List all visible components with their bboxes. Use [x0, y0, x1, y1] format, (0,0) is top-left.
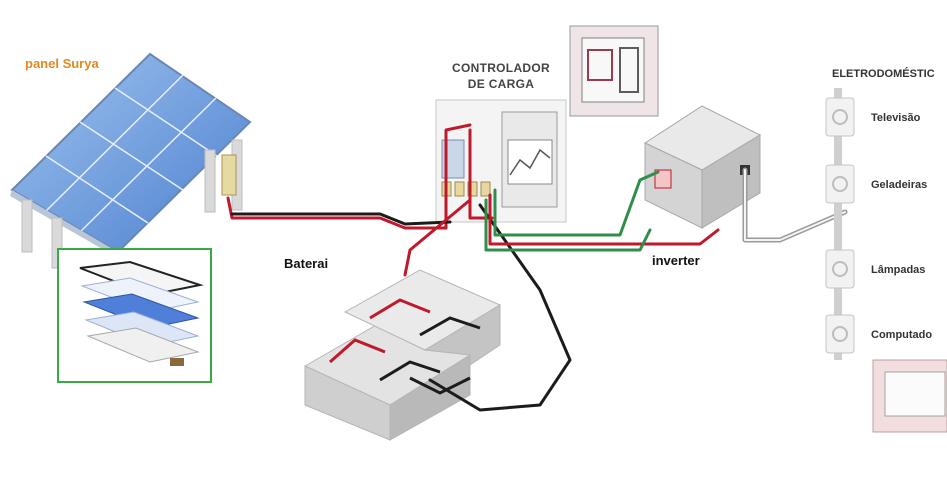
controller-title-line2: DE CARGA — [467, 77, 535, 91]
appliance-lamps: Lâmpadas — [871, 264, 926, 276]
wiring — [226, 123, 848, 412]
solar-panel-array — [10, 52, 252, 269]
appliance-computer: Computado — [871, 329, 933, 341]
appliances-heading: ELETRODOMÉSTIC — [832, 68, 935, 80]
inverter-label: inverter — [652, 253, 700, 268]
charge-controller — [435, 99, 567, 223]
controller-detail-photo — [569, 25, 659, 117]
inverter-unit — [643, 105, 762, 229]
battery-bank — [303, 269, 502, 441]
controller-title: CONTROLADOR DE CARGA — [446, 60, 556, 92]
panel-label: panel Surya — [25, 56, 99, 71]
solar-panel-layers-inset — [57, 248, 212, 383]
controller-title-line1: CONTROLADOR — [452, 61, 550, 75]
battery-label: Baterai — [284, 256, 329, 271]
appliance-tv: Televisão — [871, 112, 921, 124]
appliance-fridge: Geladeiras — [871, 179, 928, 191]
appliance-outlets — [825, 88, 947, 433]
